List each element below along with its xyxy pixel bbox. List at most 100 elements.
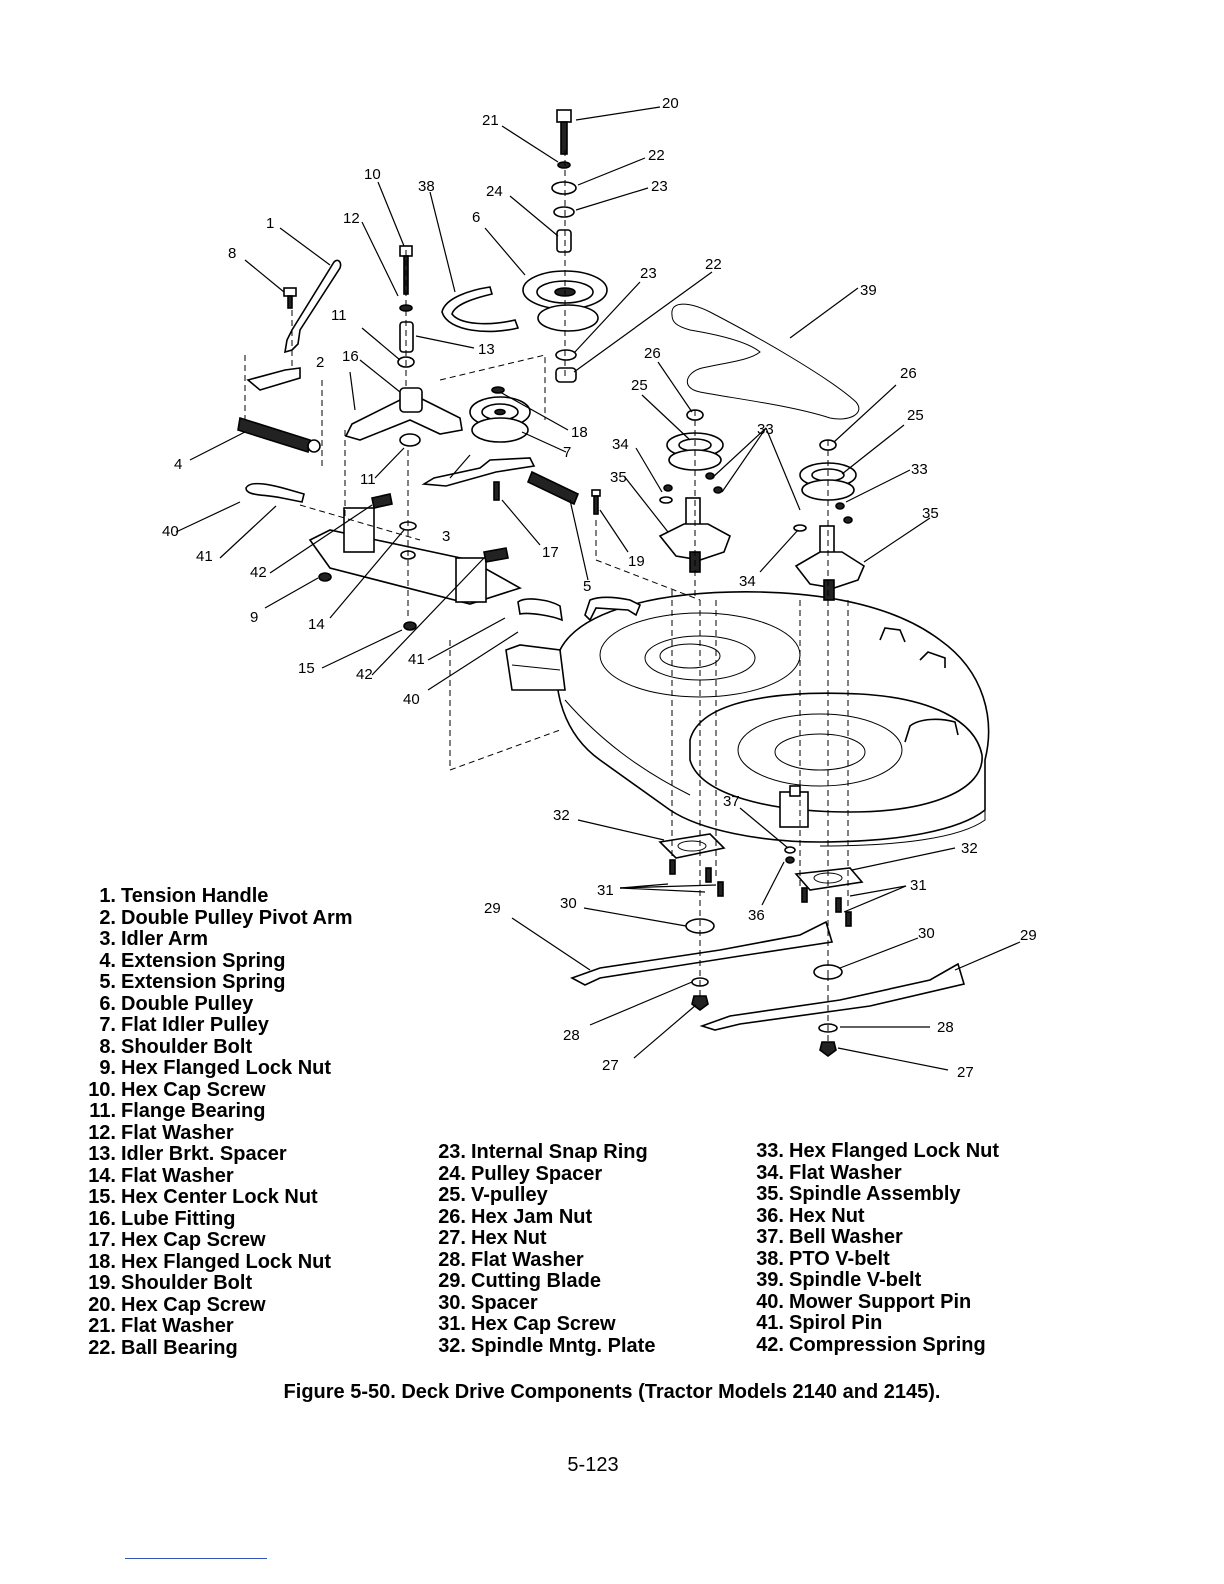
legend-item: 37.Bell Washer: [746, 1226, 999, 1249]
legend-item: 3.Idler Arm: [78, 928, 353, 951]
legend-item-number: 2.: [99, 906, 116, 929]
legend-item-number: 14.: [88, 1164, 116, 1187]
legend-item: 15.Hex Center Lock Nut: [78, 1186, 353, 1209]
legend-item-name: Hex Flanged Lock Nut: [121, 1250, 332, 1273]
legend-item-name: Spirol Pin: [789, 1312, 883, 1334]
callout-1: 1: [266, 215, 274, 232]
callout-32b: 32: [961, 840, 978, 857]
callout-labels: 1 2 3 4 5 6 7 8 9 10 11 11 12 13 14 15 1…: [162, 95, 1037, 1081]
legend-item: 6.Double Pulley: [78, 993, 353, 1016]
callout-9: 9: [250, 609, 258, 626]
legend-item: 21.Flat Washer: [78, 1315, 353, 1338]
legend-item: 16.Lube Fitting: [78, 1208, 353, 1231]
legend-item-name: Ball Bearing: [121, 1336, 238, 1359]
legend-item: 1.Tension Handle: [78, 885, 353, 908]
callout-3: 3: [442, 528, 450, 545]
legend-item-number: 21.: [88, 1315, 116, 1337]
alignment-lines: [244, 150, 849, 1044]
callout-20: 20: [662, 95, 679, 112]
callout-23a: 23: [651, 178, 668, 195]
legend-item-name: Flat Washer: [471, 1248, 584, 1271]
legend-item-name: Idler Brkt. Spacer: [121, 1143, 287, 1165]
legend-item-name: Idler Arm: [121, 928, 209, 950]
callout-37: 37: [723, 793, 740, 810]
legend-item-name: Hex Flanged Lock Nut: [789, 1140, 1000, 1162]
legend-item-name: Hex Flanged Lock Nut: [121, 1057, 332, 1079]
legend-item: 28.Flat Washer: [428, 1248, 655, 1272]
legend-item: 30.Spacer: [428, 1291, 655, 1315]
legend-item: 10.Hex Cap Screw: [78, 1079, 353, 1102]
callout-13: 13: [478, 341, 495, 358]
legend-item: 31.Hex Cap Screw: [428, 1313, 655, 1336]
legend-item: 42.Compression Spring: [746, 1333, 999, 1357]
legend-item-name: Spindle Assembly: [789, 1183, 961, 1205]
callout-42b: 42: [356, 666, 373, 683]
legend-item: 22.Ball Bearing: [78, 1336, 353, 1360]
legend-item-number: 35.: [756, 1183, 784, 1205]
legend-item-name: Bell Washer: [789, 1226, 903, 1248]
callout-28a: 28: [563, 1027, 580, 1044]
legend-item-number: 32.: [438, 1334, 466, 1357]
legend-item-number: 20.: [88, 1293, 116, 1316]
legend-item-number: 18.: [88, 1250, 116, 1273]
legend-item: 35.Spindle Assembly: [746, 1183, 999, 1206]
legend-item: 7.Flat Idler Pulley: [78, 1014, 353, 1037]
callout-39: 39: [860, 282, 877, 299]
legend-item-number: 15.: [88, 1186, 116, 1208]
callout-8: 8: [228, 245, 236, 262]
callout-15: 15: [298, 660, 315, 677]
legend-item-number: 9.: [99, 1057, 116, 1079]
legend-item-name: Hex Cap Screw: [471, 1313, 616, 1335]
legend-item-name: Flat Washer: [789, 1161, 902, 1184]
legend-item-number: 41.: [756, 1312, 784, 1334]
callout-22b: 22: [705, 256, 722, 273]
legend-item: 20.Hex Cap Screw: [78, 1293, 353, 1317]
callout-7: 7: [563, 444, 571, 461]
legend-item-number: 11.: [89, 1100, 116, 1122]
legend-item: 34.Flat Washer: [746, 1161, 999, 1185]
callout-22a: 22: [648, 147, 665, 164]
legend-item-name: Hex Cap Screw: [121, 1293, 266, 1316]
legend-item-name: PTO V-belt: [789, 1247, 890, 1270]
callout-32a: 32: [553, 807, 570, 824]
legend-item: 38.PTO V-belt: [746, 1247, 999, 1271]
mower-deck: [505, 591, 990, 847]
legend-item-number: 31.: [438, 1313, 466, 1335]
callout-19: 19: [628, 553, 645, 570]
legend-item-number: 26.: [438, 1205, 466, 1228]
callout-30a: 30: [560, 895, 577, 912]
legend-item: 39.Spindle V-belt: [746, 1269, 999, 1292]
legend-item: 33.Hex Flanged Lock Nut: [746, 1140, 1000, 1163]
legend-item: 17.Hex Cap Screw: [78, 1229, 353, 1252]
legend-item-name: Compression Spring: [789, 1333, 986, 1356]
legend-item-number: 22.: [88, 1336, 116, 1359]
legend-item-number: 36.: [756, 1204, 784, 1227]
legend-item-name: Flat Washer: [121, 1164, 234, 1187]
callout-11a: 11: [331, 307, 347, 324]
legend-item: 11.Flange Bearing: [78, 1100, 353, 1123]
legend-item-name: Hex Nut: [471, 1227, 547, 1249]
legend-item-name: Tension Handle: [121, 885, 269, 907]
legend-item-name: Extension Spring: [121, 949, 286, 972]
callout-41b: 41: [408, 651, 425, 668]
legend-item-name: Flat Washer: [121, 1121, 234, 1144]
legend-item-number: 23.: [438, 1141, 466, 1163]
figure-caption: Figure 5-50. Deck Drive Components (Trac…: [283, 1381, 941, 1403]
legend-item: 26.Hex Jam Nut: [428, 1205, 655, 1229]
callout-4: 4: [174, 456, 182, 473]
legend-item: 13.Idler Brkt. Spacer: [78, 1143, 353, 1166]
legend-item: 29.Cutting Blade: [428, 1270, 655, 1293]
callout-40a: 40: [162, 523, 179, 540]
legend-item: 8.Shoulder Bolt: [78, 1035, 353, 1059]
legend-item-number: 39.: [756, 1269, 784, 1291]
legend-item-name: V-pulley: [471, 1184, 548, 1206]
legend-item-number: 29.: [438, 1270, 466, 1292]
legend-item-number: 12.: [88, 1121, 116, 1144]
legend-item-number: 30.: [438, 1291, 466, 1314]
legend-item-name: Spindle V-belt: [789, 1269, 922, 1291]
legend-item-number: 8.: [99, 1035, 116, 1058]
legend-item-number: 37.: [756, 1226, 784, 1248]
legend-item-number: 24.: [438, 1162, 466, 1185]
